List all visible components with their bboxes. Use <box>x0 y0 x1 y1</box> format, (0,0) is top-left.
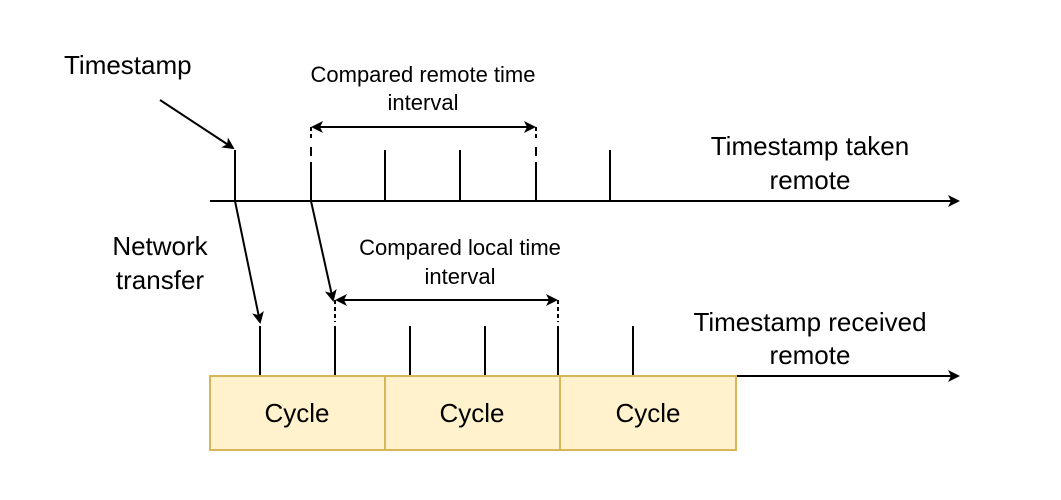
network-transfer-arrow-1 <box>234 200 264 324</box>
remote-ticks <box>234 147 611 201</box>
cycle-boxes: Cycle Cycle Cycle <box>209 375 737 451</box>
network-transfer-arrow-2 <box>310 200 337 302</box>
network-transfer-label-line1: Network <box>112 231 208 261</box>
local-interval-label-line1: Compared local time <box>359 235 561 260</box>
remote-interval-label-line1: Compared remote time <box>311 62 536 87</box>
taken-label-line1: Timestamp taken <box>711 131 909 161</box>
received-label-line2: remote <box>770 340 851 370</box>
local-ticks <box>259 326 634 376</box>
cycle-box <box>384 375 561 451</box>
received-label-line1: Timestamp received <box>693 307 926 337</box>
cycle-box <box>209 375 386 451</box>
cycle-label: Cycle <box>439 398 504 428</box>
cycle-label: Cycle <box>615 398 680 428</box>
remote-interval-label-line2: interval <box>388 90 459 115</box>
timestamp-pointer-arrow <box>159 99 235 150</box>
taken-label-line2: remote <box>770 165 851 195</box>
cycle-label: Cycle <box>264 398 329 428</box>
local-interval-label-line2: interval <box>425 264 496 289</box>
timestamp-label: Timestamp <box>64 50 192 80</box>
network-transfer-label-line2: transfer <box>116 265 204 295</box>
cycle-box <box>559 375 737 451</box>
